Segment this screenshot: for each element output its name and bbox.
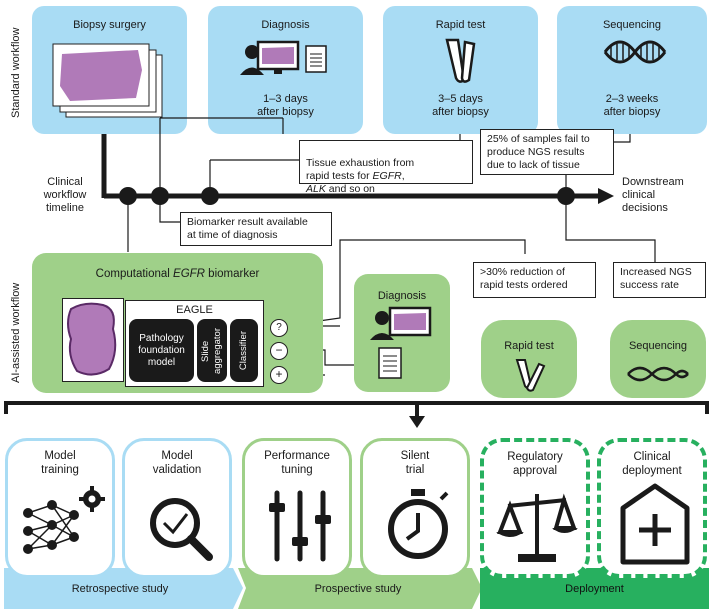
comp-title-egfr: EGFR — [173, 268, 205, 280]
scales-icon — [496, 493, 578, 562]
slide-aggregator-text: Slide aggregator — [200, 327, 223, 374]
report-document-icon — [305, 45, 327, 73]
magnifier-check-icon — [150, 498, 213, 561]
stage-clinical-deployment-label: Clinical deployment — [622, 451, 682, 477]
stage-model-validation-label: Model validation — [152, 450, 202, 476]
ngs-success-note: Increased NGS success rate — [613, 262, 706, 298]
comp-title-a: Computational — [95, 268, 174, 280]
reduction-note: >30% reduction of rapid tests ordered — [473, 262, 596, 298]
eagle-label: EAGLE — [176, 304, 213, 316]
ai-sequencing-title: Sequencing — [628, 340, 688, 352]
stage-model-training-label: Model training — [41, 450, 79, 476]
stage-silent-trial-label: Silent trial — [400, 450, 430, 476]
sequencing-time: 2–3 weeks after biopsy — [603, 93, 661, 118]
timeline-label: Clinical workflow timeline — [43, 176, 87, 214]
output-negative-circle: − — [270, 342, 288, 360]
diagnosis-title: Diagnosis — [261, 19, 310, 31]
tissue-note-part-b: , — [401, 170, 405, 182]
dna-icon — [603, 40, 667, 64]
deployment-band-shape — [480, 568, 709, 609]
tissue-exhaustion-note: Tissue exhaustion from rapid tests for E… — [299, 140, 473, 195]
ai-workflow-label: AI-assisted workflow — [10, 282, 22, 383]
prospective-study-band: Prospective study — [314, 582, 402, 595]
ai-test-tubes-icon — [515, 359, 546, 392]
ai-diagnosis-card: Diagnosis — [354, 274, 450, 392]
tissue-note-part-a: Tissue exhaustion from rapid tests for — [306, 157, 415, 182]
ai-dna-icon — [627, 366, 689, 382]
stage-regulatory-approval: Regulatory approval — [480, 438, 590, 578]
stage-silent-trial: Silent trial — [360, 438, 470, 578]
output-uncertain-circle: ? — [270, 319, 288, 337]
sliders-icon — [269, 490, 331, 562]
stage-regulatory-approval-label: Regulatory approval — [507, 451, 563, 477]
tissue-note-part-c: and so on — [325, 183, 375, 195]
tissue-note-egfr: EGFR — [372, 170, 402, 182]
slide-aggregator-block: Slide aggregator — [197, 319, 227, 382]
biopsy-surgery-title: Biopsy surgery — [73, 19, 146, 31]
computational-biomarker-card: Computational EGFR biomarker EAGLE Patho… — [32, 253, 323, 393]
stage-performance-tuning: Performance tuning — [242, 438, 352, 578]
ai-pathologist-icon — [370, 306, 432, 379]
output-positive-circle: + — [270, 366, 288, 384]
ai-sequencing-card: Sequencing — [610, 320, 706, 398]
stage-model-training: Model training — [5, 438, 115, 578]
retrospective-band-shape — [4, 568, 243, 609]
test-tubes-icon — [445, 38, 476, 83]
ai-rapid-test-card: Rapid test — [481, 320, 577, 398]
tissue-note-alk: ALK — [306, 183, 326, 195]
pathology-foundation-model-block: Pathology foundation model — [129, 319, 194, 382]
classifier-block: Classifier — [230, 319, 258, 382]
computational-biomarker-title: Computational EGFR biomarker — [32, 268, 323, 281]
stage-performance-tuning-label: Performance tuning — [264, 450, 330, 476]
retrospective-study-band: Retrospective study — [71, 582, 169, 595]
stage-model-validation: Model validation — [122, 438, 232, 578]
gear-icon — [79, 486, 105, 512]
hospital-icon — [620, 483, 690, 565]
rapid-test-title: Rapid test — [435, 19, 486, 31]
ai-diagnosis-title: Diagnosis — [377, 290, 427, 302]
deployment-band: Deployment — [565, 582, 624, 595]
biopsy-slides-icon — [52, 43, 163, 118]
rapid-test-time: 3–5 days after biopsy — [432, 93, 489, 118]
wsi-slide — [62, 298, 124, 382]
ngs-failure-note: 25% of samples fail to produce NGS resul… — [480, 129, 614, 175]
downstream-label: Downstream clinical decisions — [622, 176, 684, 214]
stage-clinical-deployment: Clinical deployment — [597, 438, 707, 578]
ai-rapid-test-title: Rapid test — [504, 340, 554, 352]
pathologist-icon — [240, 40, 300, 75]
stopwatch-icon — [388, 489, 449, 559]
biomarker-available-note: Biomarker result available at time of di… — [180, 212, 332, 246]
comp-title-c: biomarker — [204, 268, 260, 280]
sequencing-title: Sequencing — [602, 19, 662, 31]
prospective-band-shape — [238, 568, 482, 609]
diagnosis-time: 1–3 days after biopsy — [257, 93, 314, 118]
classifier-text: Classifier — [238, 330, 249, 371]
sequencing-card: Sequencing 2–3 weeks after biopsy — [557, 6, 707, 134]
neural-network-icon — [23, 486, 105, 554]
